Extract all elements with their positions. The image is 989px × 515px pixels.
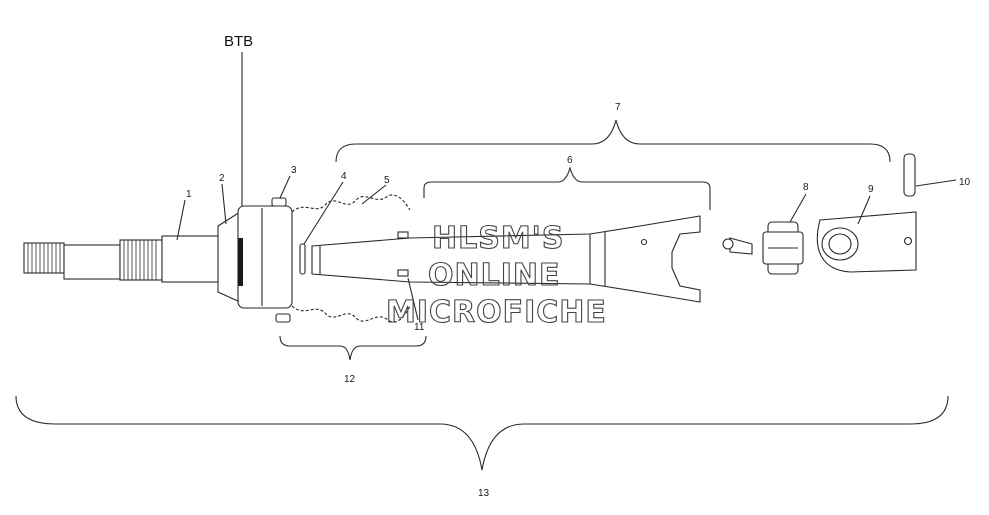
- boot-clamp-lower: [275, 313, 291, 323]
- bracket-13: [15, 395, 949, 471]
- callout-5: 5: [384, 175, 390, 186]
- callout-7: 7: [615, 102, 621, 113]
- bracket-12: [279, 335, 427, 361]
- callout-1: 1: [186, 189, 192, 200]
- watermark-line-1: HLSM'S: [432, 221, 564, 256]
- callout-2: 2: [219, 173, 225, 184]
- cv-housing: [217, 205, 293, 309]
- callout-9: 9: [868, 184, 874, 195]
- cv-boot: [291, 194, 411, 323]
- watermark-line-3: MICROFICHE: [386, 295, 607, 330]
- callout-3: 3: [291, 165, 297, 176]
- callout-11: 11: [414, 322, 425, 333]
- bracket-7: [335, 119, 891, 163]
- callout-12: 12: [344, 374, 356, 385]
- btb-label: BTB: [224, 33, 253, 50]
- callout-13: 13: [478, 488, 490, 499]
- callout-4: 4: [341, 171, 347, 182]
- callout-8: 8: [803, 182, 809, 193]
- yoke-end: [816, 211, 917, 273]
- callout-10: 10: [959, 177, 971, 188]
- leader-lines: [176, 52, 957, 321]
- bracket-6: [423, 165, 711, 210]
- boot-clamp-upper: [271, 197, 287, 207]
- u-joint-cross: [722, 221, 804, 275]
- watermark: HLSM'S ONLINE MICROFICHE: [385, 220, 607, 330]
- retaining-ring: [299, 243, 306, 275]
- watermark-line-2: ONLINE: [428, 258, 561, 293]
- callout-6: 6: [567, 155, 573, 166]
- yoke-pin: [903, 153, 916, 197]
- axle-shaft: [23, 235, 221, 283]
